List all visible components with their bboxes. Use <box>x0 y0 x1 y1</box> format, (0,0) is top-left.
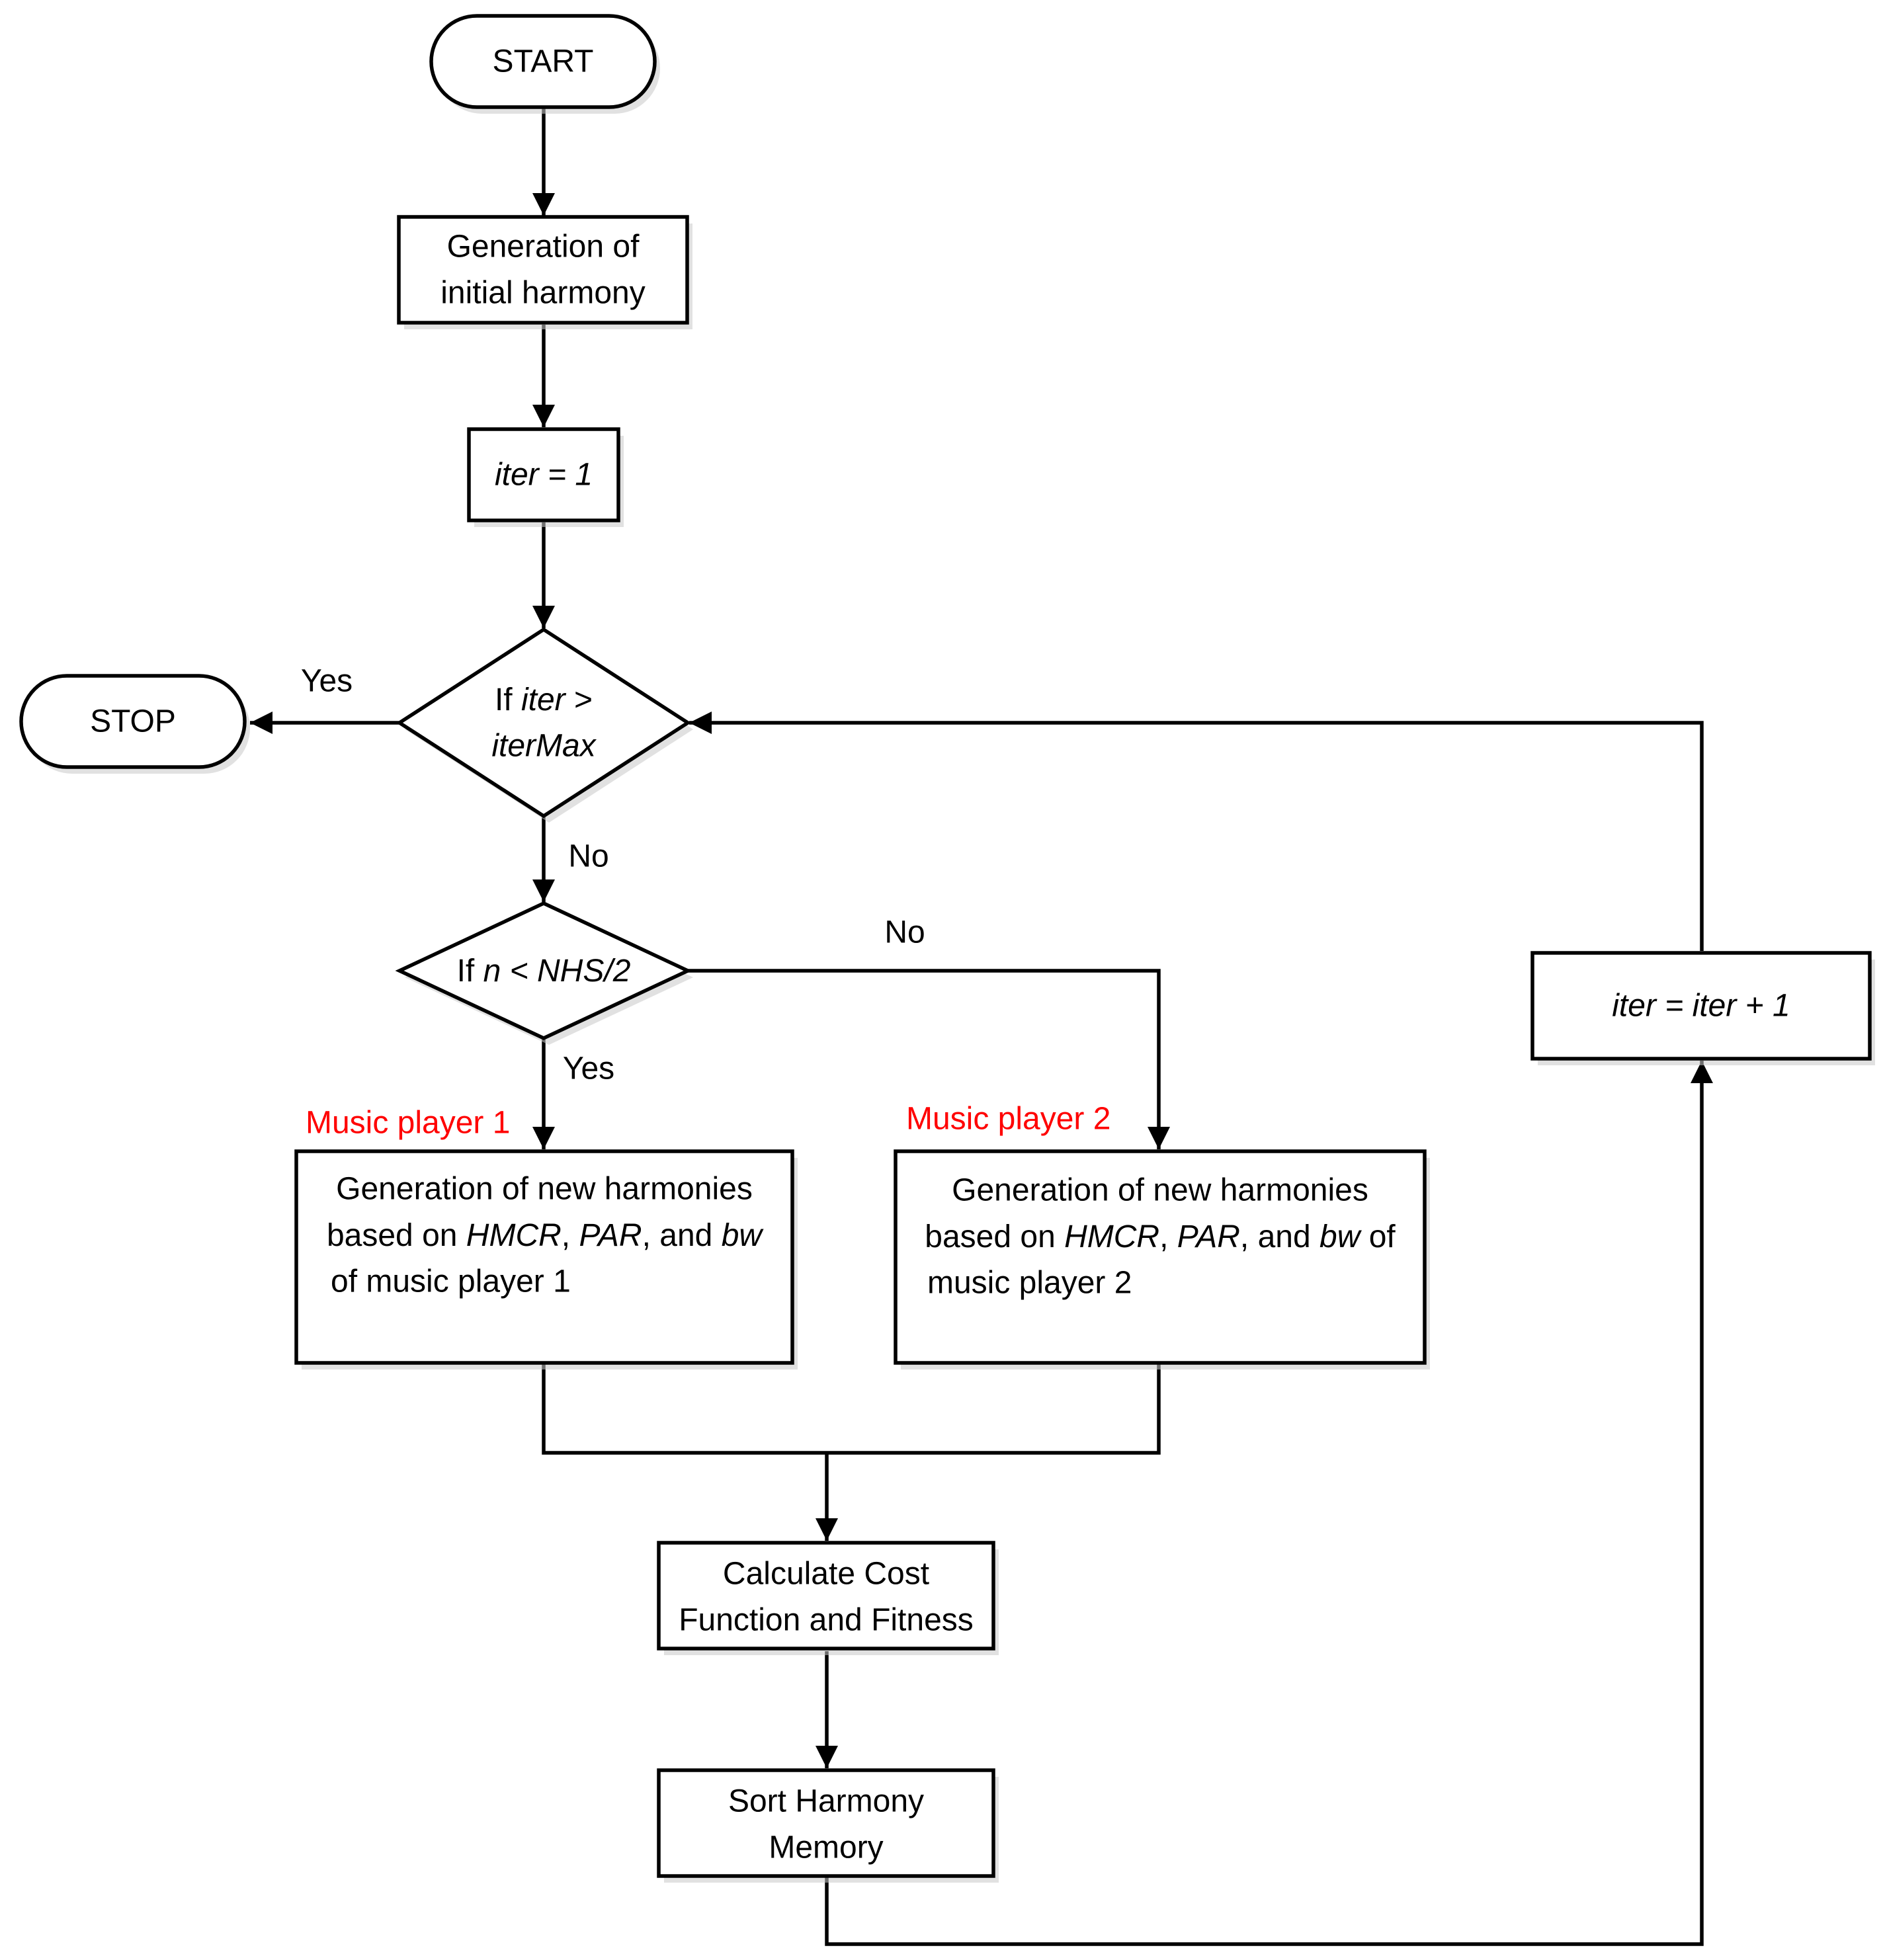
gen1-line1: Generation of new harmonies <box>336 1172 753 1207</box>
edge-sort-to-iter-inc <box>825 1061 1713 1946</box>
n-decision-label: If n < NHS/2 <box>457 954 631 989</box>
init-process: Generation of initial harmony <box>397 215 692 329</box>
gen1-line3: of music player 1 <box>331 1264 571 1299</box>
init-label-line2: initial harmony <box>440 276 645 311</box>
edge-label-yes-stop: Yes <box>301 664 353 699</box>
annotation-music-player-2: Music player 2 <box>906 1102 1110 1137</box>
iter-inc-label: iter = iter + 1 <box>1612 989 1790 1024</box>
gen1-process: Generation of new harmonies based on HMC… <box>294 1149 798 1369</box>
sort-process: Sort Harmony Memory <box>657 1768 999 1883</box>
gen2-line3: music player 2 <box>927 1266 1132 1301</box>
iter-inc-process: iter = iter + 1 <box>1530 951 1875 1065</box>
iter-init-process: iter = 1 <box>467 427 624 527</box>
cost-line1: Calculate Cost <box>723 1557 929 1592</box>
iter-decision: If iter > iterMax <box>396 627 693 823</box>
stop-label: STOP <box>90 704 176 739</box>
edge-label-no-right: No <box>884 915 925 950</box>
sort-line1: Sort Harmony <box>728 1784 924 1819</box>
edge-gen-merge <box>542 1362 1161 1455</box>
init-label-line1: Generation of <box>447 229 640 265</box>
edge-iter-inc-to-cond <box>689 712 1704 951</box>
n-decision: If n < NHS/2 <box>395 901 693 1045</box>
gen2-line1: Generation of new harmonies <box>952 1173 1368 1208</box>
gen2-line2: based on HMCR, PAR, and bw of <box>925 1219 1396 1254</box>
gen1-line2: based on HMCR, PAR, and bw <box>327 1218 764 1253</box>
start-terminal: START <box>429 14 660 114</box>
sort-line2: Memory <box>769 1830 883 1865</box>
cost-process: Calculate Cost Function and Fitness <box>657 1541 999 1655</box>
iter-init-label: iter = 1 <box>495 458 593 493</box>
annotation-music-player-1: Music player 1 <box>306 1106 510 1141</box>
edge-label-no-down: No <box>568 839 608 874</box>
edge-label-yes-down: Yes <box>563 1051 614 1086</box>
iter-decision-line1: If iter > <box>495 682 593 717</box>
cost-line2: Function and Fitness <box>679 1603 974 1638</box>
edge-cond-n-to-gen2 <box>688 969 1170 1149</box>
start-label: START <box>493 44 594 79</box>
edges <box>250 108 1713 1946</box>
gen2-process: Generation of new harmonies based on HMC… <box>894 1149 1430 1369</box>
stop-terminal: STOP <box>19 674 250 774</box>
iter-decision-line2: iterMax <box>491 729 597 764</box>
